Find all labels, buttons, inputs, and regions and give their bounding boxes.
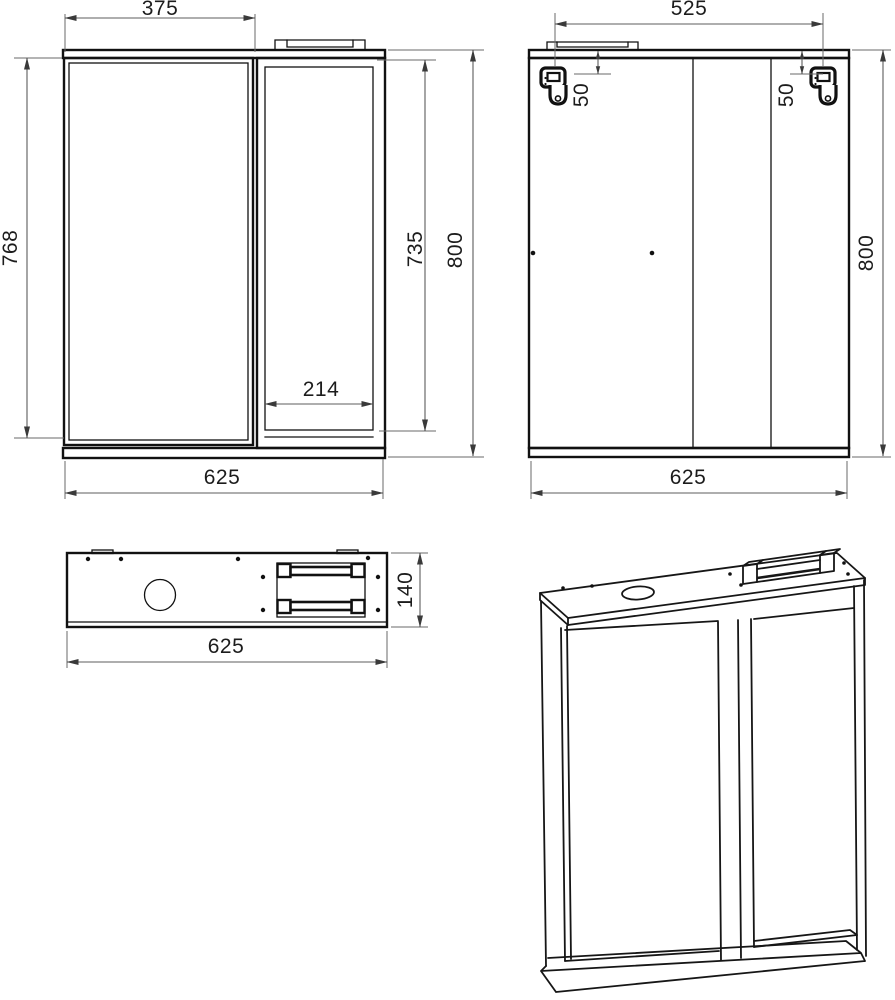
dim-top-depth: 140 — [391, 552, 428, 628]
dim-text-50-right: 50 — [775, 83, 798, 107]
iso-divider — [717, 621, 722, 961]
dim-text-625-top: 625 — [208, 635, 245, 658]
back-view: 525 50 50 800 625 — [527, 0, 891, 499]
dim-front-overall-width: 625 — [64, 459, 384, 499]
back-light-fixture — [546, 41, 639, 51]
hanger-bracket-left — [539, 66, 568, 106]
hanger-tab-right — [336, 549, 359, 555]
dim-text-214: 214 — [303, 378, 340, 401]
dim-front-door-width: 375 — [64, 0, 256, 52]
top-view: 140 625 — [65, 549, 428, 668]
dim-back-hanger-offset-right: 50 — [775, 50, 823, 107]
dim-back-overall-height: 800 — [852, 49, 891, 458]
dim-text-50-left: 50 — [570, 83, 593, 107]
iso-wiring-hole — [621, 585, 655, 601]
dim-back-overall-width: 625 — [530, 461, 848, 499]
side-shelf-opening — [264, 66, 374, 431]
dim-back-hanger-offset-left: 50 — [570, 50, 611, 107]
dim-text-800-back: 800 — [855, 235, 878, 272]
dim-text-525: 525 — [671, 0, 708, 20]
front-light-fixture — [274, 39, 366, 51]
iso-bottom-board — [540, 940, 866, 993]
dim-text-375: 375 — [142, 0, 179, 20]
top-view-light-fixture — [276, 562, 366, 618]
top-view-body — [65, 551, 389, 629]
top-view-screw-dots — [85, 555, 381, 613]
dim-back-hanger-span: 525 — [554, 0, 824, 66]
dim-front-opening-width: 214 — [264, 378, 374, 407]
dim-text-625-back: 625 — [670, 466, 707, 489]
front-bottom-strip — [61, 446, 387, 460]
dim-front-overall-height: 800 — [388, 49, 484, 458]
iso-shelf — [753, 929, 858, 948]
wiring-hole — [143, 578, 177, 612]
dim-text-735: 735 — [404, 231, 427, 268]
dim-text-768: 768 — [0, 230, 22, 267]
dim-text-625-front: 625 — [204, 466, 241, 489]
mirror-door-inner-edge — [68, 62, 249, 441]
dim-top-overall-width: 625 — [66, 631, 388, 668]
dim-text-800-front: 800 — [444, 232, 467, 269]
front-view: 375 768 735 800 214 625 — [0, 0, 484, 499]
iso-top-board — [539, 552, 866, 626]
dim-front-opening-height: 735 — [377, 59, 436, 432]
mirror-door — [62, 56, 255, 447]
iso-frame — [540, 579, 867, 967]
hanger-bracket-right — [809, 66, 838, 106]
back-panel — [527, 56, 851, 450]
back-bottom-strip — [527, 446, 851, 459]
dim-front-door-height: 768 — [0, 57, 64, 439]
dim-text-140: 140 — [394, 572, 417, 609]
hanger-tab-left — [91, 549, 114, 555]
isometric-view — [539, 548, 867, 993]
screw-hole-dot — [649, 250, 655, 256]
screw-hole-dot — [530, 250, 536, 256]
iso-light-fixture — [742, 548, 841, 585]
